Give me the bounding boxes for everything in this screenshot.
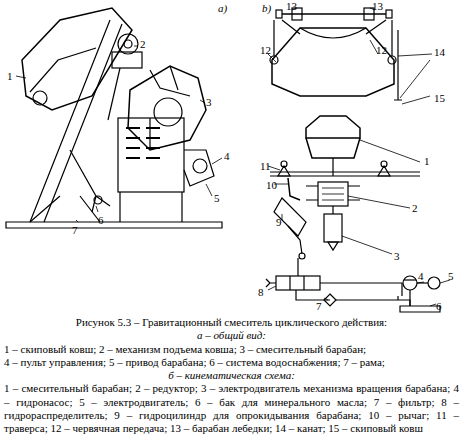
caption-line: б – кинематическая схема: [4,369,459,382]
kinematic-scheme [266,8,450,312]
callout-number: 2 [140,38,146,50]
caption-line: 4 – пульт управления; 5 – привод барабан… [4,356,459,369]
callout-number: 1 [7,70,13,82]
callout-number: 14 [434,46,445,58]
mixer-illustration [0,0,463,315]
general-view [6,8,222,228]
callout-number: 3 [206,96,212,108]
callout-number: 6 [98,214,104,226]
callout-number: 13 [372,0,383,12]
callout-number: 12 [376,44,387,56]
callout-number: 7 [72,224,78,236]
callout-number: 7 [316,300,322,312]
callout-number: 12 [260,44,271,56]
callout-number: 13 [286,0,297,12]
callout-number: 15 [434,92,445,104]
caption-line: 1 – скиповый ковш; 2 – механизм подъема … [4,343,459,356]
caption-line: 1 – смесительный барабан; 2 – редуктор; … [4,382,459,435]
callout-number: 8 [258,286,264,298]
callout-number: 2 [412,202,418,214]
callout-number: 4 [418,270,424,282]
callout-number: 1 [424,155,430,167]
callout-number: 5 [214,192,220,204]
callout-number: 9 [276,216,282,228]
callout-number: 11 [260,160,271,172]
view-letter: а) [218,2,227,14]
caption-block: Рисунок 5.3 – Гравитационный смеситель ц… [4,316,459,436]
caption-line: а – общий вид: [4,329,459,342]
figure-caption: Рисунок 5.3 – Гравитационный смеситель ц… [4,316,459,329]
callout-number: 10 [266,179,277,191]
view-letter: b) [262,2,271,14]
callout-number: 6 [436,300,442,312]
callout-number: 5 [448,270,454,282]
callout-number: 3 [394,250,400,262]
callout-number: 4 [224,150,230,162]
